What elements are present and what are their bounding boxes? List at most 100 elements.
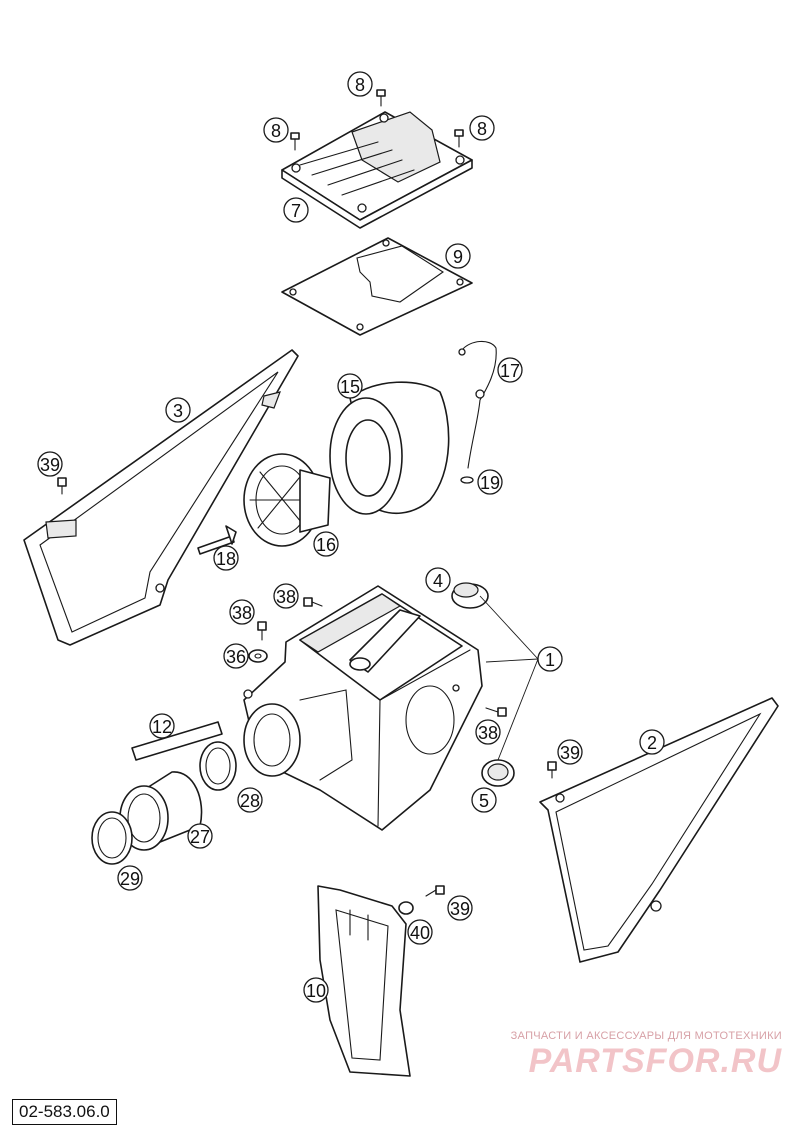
callout-number: 5 (479, 791, 489, 811)
callout-circle (347, 71, 373, 97)
callout-4: 4 (425, 567, 451, 593)
callout-circle (117, 865, 143, 891)
callout-38: 38 (475, 719, 501, 745)
callout-circle (469, 115, 495, 141)
washer-40-and-screw-39 (398, 885, 445, 915)
plug-part-4 (451, 582, 489, 609)
callout-number: 28 (240, 791, 260, 811)
callout-39: 39 (557, 739, 583, 765)
watermark: ЗАПЧАСТИ И АКСЕССУАРЫ ДЛЯ МОТОТЕХНИКИ PA… (511, 1030, 782, 1078)
callout-39: 39 (37, 451, 63, 477)
callout-10: 10 (303, 977, 329, 1003)
callout-27: 27 (187, 823, 213, 849)
callout-8: 8 (469, 115, 495, 141)
callout-circle (263, 117, 289, 143)
callout-circle (477, 469, 503, 495)
callout-5: 5 (471, 787, 497, 813)
callout-circle (407, 919, 433, 945)
callout-circle (337, 373, 363, 399)
callout-circle (37, 451, 63, 477)
callout-circle (313, 531, 339, 557)
callout-circle (187, 823, 213, 849)
callout-circle (447, 895, 473, 921)
intake-boot-part (91, 741, 237, 865)
callout-17: 17 (497, 357, 523, 383)
watermark-brand: PARTSFOR.RU (528, 1042, 782, 1080)
plug-part-5 (481, 759, 515, 787)
pin-part (197, 525, 237, 555)
callout-number: 38 (478, 723, 498, 743)
callout-36: 36 (223, 643, 249, 669)
callout-circle (165, 397, 191, 423)
callout-18: 18 (213, 545, 239, 571)
callout-number: 1 (545, 650, 555, 670)
callout-number: 29 (120, 869, 140, 889)
screws-38 (248, 597, 507, 717)
callout-circle (639, 729, 665, 755)
callout-3: 3 (165, 397, 191, 423)
callout-number: 36 (226, 647, 246, 667)
callout-circle (537, 646, 563, 672)
left-side-cover-part (23, 349, 299, 646)
callout-circle (149, 713, 175, 739)
callout-circle (471, 787, 497, 813)
bolt-small (290, 89, 464, 151)
right-side-cover-part (539, 697, 779, 963)
lid-gasket-part (281, 237, 473, 336)
callout-number: 18 (216, 549, 236, 569)
callout-number: 39 (40, 455, 60, 475)
callout-circle (445, 243, 471, 269)
callout-8: 8 (347, 71, 373, 97)
mud-flap-part (317, 885, 411, 1077)
callout-number: 12 (152, 717, 172, 737)
screw-39-left (57, 477, 67, 495)
callout-circle (237, 787, 263, 813)
callout-1: 1 (537, 646, 563, 672)
callout-number: 8 (477, 119, 487, 139)
callout-39: 39 (447, 895, 473, 921)
callout-16: 16 (313, 531, 339, 557)
callout-number: 8 (271, 121, 281, 141)
callout-circle (273, 583, 299, 609)
callout-circle (223, 643, 249, 669)
callout-19: 19 (477, 469, 503, 495)
callout-7: 7 (283, 197, 309, 223)
callout-circle (303, 977, 329, 1003)
callout-number: 9 (453, 247, 463, 267)
callout-circle (475, 719, 501, 745)
callout-number: 27 (190, 827, 210, 847)
callout-number: 40 (410, 923, 430, 943)
screw-39-right (547, 761, 557, 779)
callout-12: 12 (149, 713, 175, 739)
callout-number: 38 (276, 587, 296, 607)
callout-number: 19 (480, 473, 500, 493)
callout-circle (557, 739, 583, 765)
callout-number: 3 (173, 401, 183, 421)
callout-29: 29 (117, 865, 143, 891)
callout-layer: 8 8 8 7 9 3 39 15 16 17 19 18 4 1 38 38 36 38 12 28 27 29 5 2 39… (37, 71, 665, 1003)
callout-number: 39 (450, 899, 470, 919)
drawing-code-label: 02-583.06.0 (12, 1099, 117, 1125)
watermark-subtitle: ЗАПЧАСТИ И АКСЕССУАРЫ ДЛЯ МОТОТЕХНИКИ (510, 1030, 782, 1042)
callout-28: 28 (237, 787, 263, 813)
callout-number: 17 (500, 361, 520, 381)
callout-number: 10 (306, 981, 326, 1001)
callout-number: 38 (232, 603, 252, 623)
filter-cage-part (243, 453, 331, 547)
callout-number: 39 (560, 743, 580, 763)
leader-lines (479, 595, 539, 761)
callout-number: 7 (291, 201, 301, 221)
callout-number: 2 (647, 733, 657, 753)
callout-38: 38 (229, 599, 255, 625)
callout-number: 4 (433, 571, 443, 591)
callout-8: 8 (263, 117, 289, 143)
breather-hose-part (458, 340, 497, 484)
callout-circle (425, 567, 451, 593)
callout-number: 15 (340, 377, 360, 397)
airbox-housing-part (243, 585, 483, 831)
airbox-lid-part (281, 111, 473, 229)
callout-40: 40 (407, 919, 433, 945)
callout-circle (213, 545, 239, 571)
callout-circle (283, 197, 309, 223)
